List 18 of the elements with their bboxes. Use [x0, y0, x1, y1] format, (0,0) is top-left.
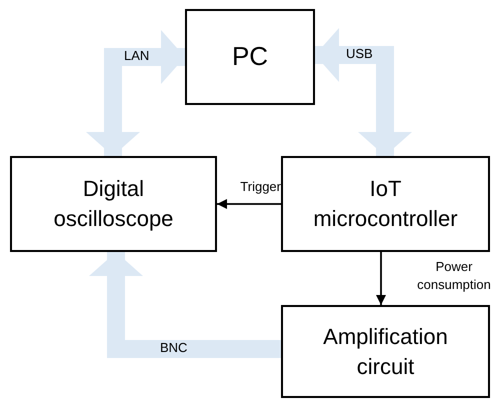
edge-label: Trigger [239, 178, 281, 196]
box-label: Amplification circuit [322, 322, 449, 380]
edge-label: BNC [160, 339, 188, 357]
box-label: IoT microcontroller [312, 175, 459, 233]
box-label: PC [232, 40, 268, 74]
block-box [281, 305, 490, 398]
block-arrow [315, 28, 412, 156]
block-box [281, 156, 490, 252]
block-box [185, 9, 315, 105]
edge-label: USB [346, 45, 374, 63]
box-label: Digital oscilloscope [52, 175, 174, 233]
edge-label: Power consumption [416, 258, 492, 294]
block-arrow [89, 252, 281, 358]
arrow [217, 199, 281, 209]
block-arrow [86, 30, 185, 156]
arrow [376, 252, 386, 305]
block-box [10, 156, 217, 252]
edge-label: LAN [124, 47, 150, 65]
